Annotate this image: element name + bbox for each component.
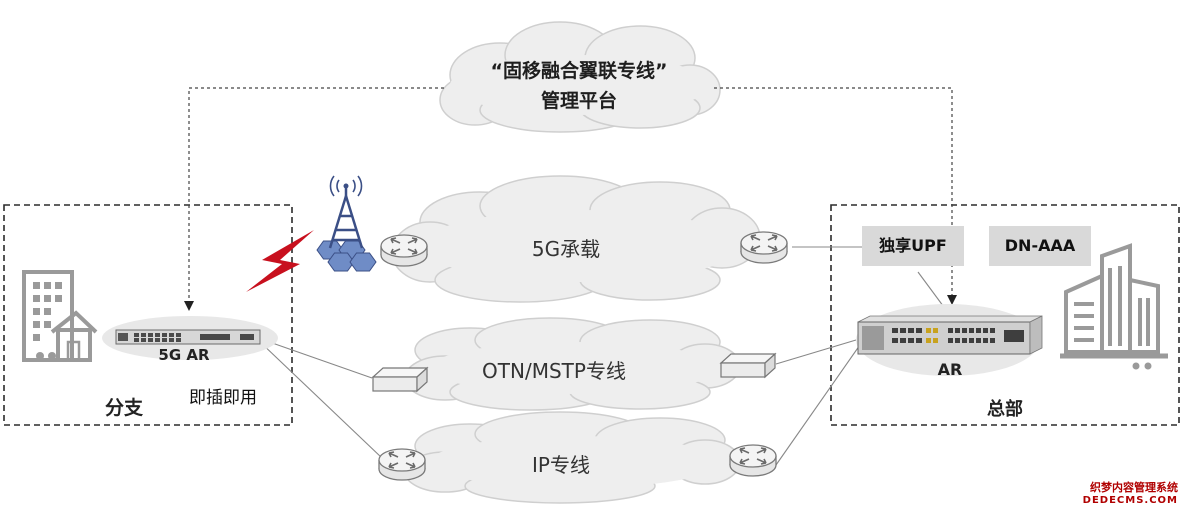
arrow-down-icon [947, 295, 957, 305]
hq-device-label: AR [937, 360, 963, 379]
router-icon [740, 231, 788, 264]
building-icon [22, 270, 98, 362]
watermark-line2: DEDECMS.COM [1082, 495, 1178, 506]
hq-site-label: 总部 [987, 399, 1023, 420]
management-link [188, 87, 953, 302]
ip-network-label: IP专线 [532, 453, 590, 477]
hq-box [830, 204, 1180, 426]
router-icon [729, 444, 777, 477]
plug-and-play-label: 即插即用 [189, 388, 257, 408]
cell-tower-icon [316, 175, 377, 272]
router-icon [378, 448, 426, 481]
watermark-line1: 织梦内容管理系统 [1090, 481, 1178, 494]
arrow-down-icon [184, 301, 194, 311]
transceiver-icon [720, 353, 776, 378]
branch-site-label: 分支 [104, 397, 144, 419]
upf-label: 独享UPF [862, 226, 964, 266]
platform-subtitle: 管理平台 [540, 90, 618, 112]
ar-device-icon [857, 315, 1043, 355]
skyscraper-icon [1060, 243, 1168, 359]
router-icon [380, 234, 428, 267]
branch-device-label: 5G AR [158, 346, 210, 364]
otn-network-label: OTN/MSTP专线 [482, 359, 626, 383]
platform-title: “固移融合翼联专线” [490, 60, 668, 82]
watermark: 织梦内容管理系统 DEDECMS.COM [1083, 481, 1178, 507]
ar-device-icon [115, 329, 261, 345]
fiveg-network-label: 5G承载 [531, 237, 601, 261]
dn-aaa-label: DN-AAA [989, 226, 1091, 266]
building-windows [33, 282, 62, 360]
lightning-icon [246, 230, 314, 292]
branch-box [3, 204, 293, 426]
transceiver-icon [372, 367, 428, 392]
